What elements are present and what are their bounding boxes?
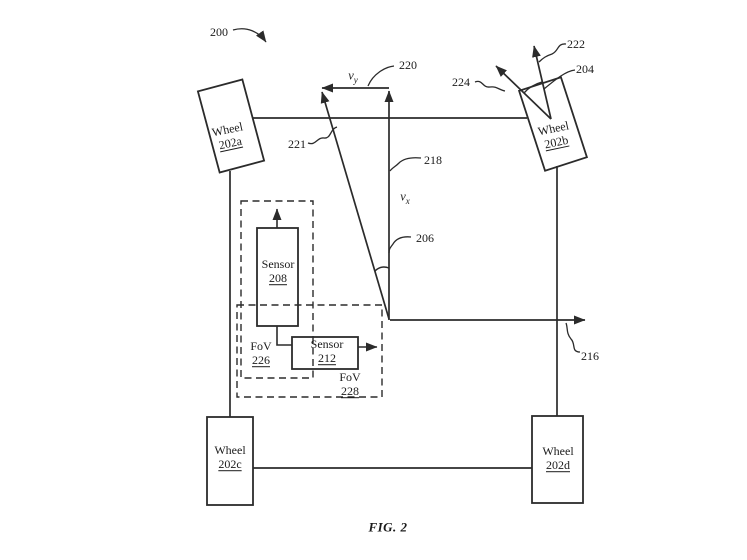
sensor-208-ref: 208: [268, 271, 287, 285]
callout-216: 216: [581, 349, 599, 364]
wheel-202d-label: Wheel 202d: [542, 444, 574, 473]
wheel-202a-outline: [196, 78, 266, 174]
leader-218: [389, 157, 422, 172]
wheel-202b-outline: [517, 76, 589, 172]
leader-204: [543, 69, 576, 90]
vy-vector-label: vy: [348, 69, 358, 86]
vx-base: v: [400, 189, 406, 204]
callout-206: 206: [416, 231, 434, 246]
leader-220: [367, 65, 395, 87]
fov-228-label: FoV 228: [339, 370, 361, 399]
wheel-direction-arrow-222: [532, 45, 552, 120]
callout-224: 224: [452, 75, 470, 90]
callout-204: 204: [576, 62, 594, 77]
steering-angle-arc-204: [523, 81, 543, 94]
vx-vector-label: vx: [400, 190, 410, 207]
wheel-202c-ref: 202c: [218, 457, 242, 471]
sensor-212-outline: [291, 336, 359, 370]
wheel-direction-arrow-224: [495, 65, 552, 120]
sensor-212-ref: 212: [317, 351, 336, 365]
vy-subscript: y: [353, 75, 358, 86]
callout-218: 218: [424, 153, 442, 168]
sensor-212-label: Sensor 212: [310, 337, 344, 366]
velocity-vector-arrow: [320, 91, 390, 320]
fov-226-name: FoV: [250, 339, 272, 354]
fov-226-boundary: [240, 200, 314, 379]
leader-222: [538, 43, 567, 63]
wheel-202c-name: Wheel: [214, 443, 246, 458]
fov-226-ref: 226: [252, 353, 270, 367]
sensor-connection-line: [276, 326, 292, 346]
leader-221: [307, 126, 338, 145]
sensor-208-name: Sensor: [261, 257, 295, 272]
fov-228-boundary: [236, 304, 383, 398]
leader-206: [388, 236, 412, 254]
fov-226-label: FoV 226: [250, 339, 272, 368]
callout-200: 200: [210, 25, 228, 40]
sensor-208-label: Sensor 208: [261, 257, 295, 286]
wheel-202d-ref: 202d: [546, 458, 570, 472]
leader-224: [474, 80, 506, 92]
fov-228-name: FoV: [339, 370, 361, 385]
vy-base: v: [348, 68, 354, 83]
callout-220: 220: [399, 58, 417, 73]
wheel-202c-outline: [206, 416, 254, 506]
callout-arrow-200: [232, 28, 267, 43]
fov-228-ref: 228: [341, 384, 359, 398]
wheel-202c-label: Wheel 202c: [214, 443, 246, 472]
callout-221: 221: [288, 137, 306, 152]
slip-angle-arc-206: [374, 266, 390, 272]
vx-subscript: x: [405, 196, 410, 207]
callout-222: 222: [567, 37, 585, 52]
sensor-212-name: Sensor: [310, 337, 344, 352]
leader-216: [565, 322, 581, 353]
wheel-202d-name: Wheel: [542, 444, 574, 459]
figure-caption: FIG. 2: [368, 519, 408, 535]
